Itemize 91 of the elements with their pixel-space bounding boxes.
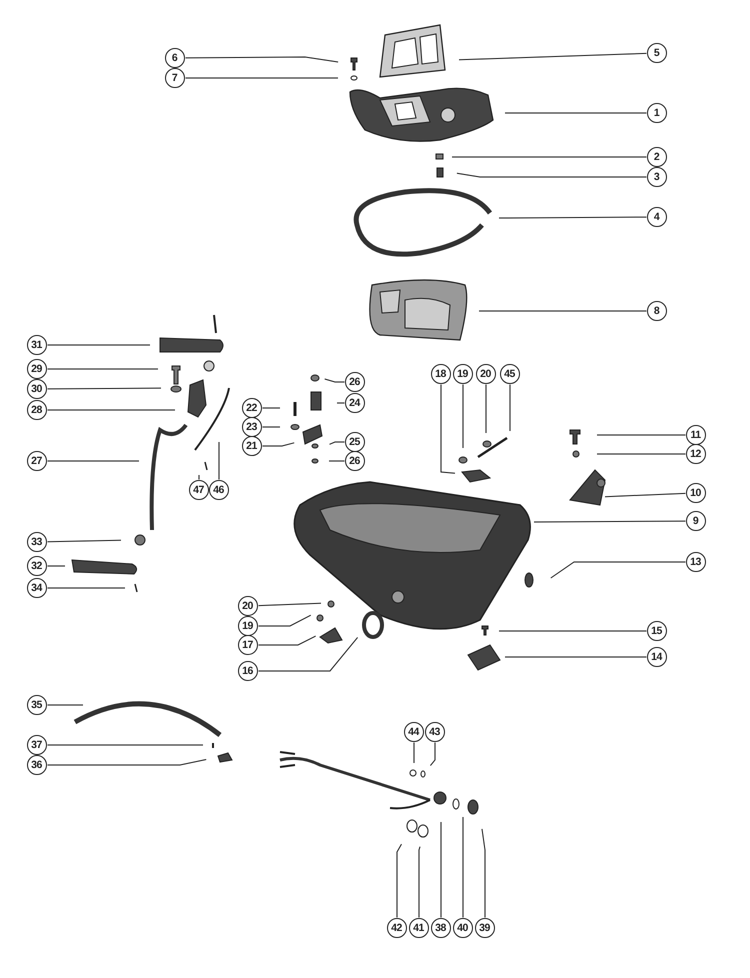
callout-number: 3: [646, 166, 666, 186]
callout-number: 46: [208, 480, 228, 500]
callout-number: 20: [476, 364, 496, 384]
leader-line: [218, 442, 220, 480]
callout-number: 34: [26, 578, 46, 598]
leader-line: [185, 56, 339, 62]
leader-line: [504, 112, 647, 114]
callout-number: 24: [344, 392, 364, 412]
callout-number: 37: [26, 734, 46, 754]
callout-number: 47: [188, 480, 208, 500]
leader-line: [258, 614, 312, 626]
callout-number: 36: [26, 754, 46, 774]
callout-number: 21: [242, 436, 262, 456]
callout-number: 13: [686, 552, 706, 572]
callout-number: 26: [344, 372, 364, 392]
callout-number: 29: [26, 358, 46, 378]
callout-number: 18: [430, 364, 450, 384]
leader-line: [498, 630, 647, 632]
callout-number: 5: [646, 42, 666, 62]
callout-number: 8: [646, 300, 666, 320]
leader-line: [462, 816, 464, 918]
leader-line: [47, 744, 204, 746]
leader-line: [478, 310, 647, 312]
callout-number: 26: [344, 450, 364, 470]
leader-line: [329, 442, 345, 445]
leader-line: [262, 426, 280, 428]
callout-number: 39: [474, 918, 494, 938]
leader-line: [258, 602, 322, 606]
callout-number: 7: [164, 68, 184, 88]
callout-number: 31: [26, 334, 46, 354]
callout-number: 6: [164, 48, 184, 68]
leader-line: [328, 460, 345, 462]
leader-line: [47, 460, 140, 462]
callout-number: 19: [452, 364, 472, 384]
callout-number: 42: [386, 918, 406, 938]
leader-line: [440, 822, 442, 918]
callout-number: 32: [26, 556, 46, 576]
leader-line: [498, 216, 647, 218]
leader-line: [47, 540, 122, 542]
callout-number: 38: [430, 918, 450, 938]
callout-number: 45: [500, 364, 520, 384]
leader-line: [462, 384, 464, 448]
leader-line: [550, 562, 686, 578]
leader-line: [258, 636, 358, 672]
leader-line: [534, 520, 686, 522]
callout-number: 22: [242, 398, 262, 418]
leader-line: [418, 846, 420, 918]
callout-number: 28: [26, 400, 46, 420]
leader-line: [47, 344, 150, 346]
callout-number: 15: [646, 620, 666, 640]
leader-line: [452, 156, 647, 158]
leader-line: [458, 52, 647, 60]
leader-line: [262, 442, 295, 446]
leader-line: [430, 742, 436, 766]
leader-line: [456, 172, 647, 178]
leader-line: [258, 636, 316, 646]
callout-number: 2: [646, 146, 666, 166]
leader-line: [604, 492, 686, 498]
leader-line: [324, 378, 345, 382]
callout-number: 1: [646, 102, 666, 122]
callout-number: 10: [686, 482, 706, 502]
callout-number: 20: [238, 596, 258, 616]
leader-line: [47, 759, 207, 766]
callout-number: 9: [686, 510, 706, 530]
callout-number: 4: [646, 206, 666, 226]
callout-number: 14: [646, 646, 666, 666]
leader-line: [47, 368, 158, 370]
callout-number: 43: [424, 722, 444, 742]
callout-number: 30: [26, 378, 46, 398]
leader-line: [504, 656, 647, 658]
callout-number: 16: [238, 660, 258, 680]
leader-line: [198, 474, 200, 480]
callout-number: 11: [686, 424, 706, 444]
callout-number: 40: [452, 918, 472, 938]
leader-line: [336, 402, 345, 404]
callout-number: 33: [26, 532, 46, 552]
callout-number: 19: [238, 616, 258, 636]
callout-number: 27: [26, 450, 46, 470]
leader-line: [396, 844, 402, 918]
callout-number: 12: [686, 444, 706, 464]
leader-line: [47, 704, 84, 706]
leader-line: [596, 434, 686, 436]
leader-line: [440, 384, 456, 474]
callout-number: 23: [242, 416, 262, 436]
leader-line: [47, 388, 162, 390]
leader-line: [482, 828, 486, 918]
callout-number: 17: [238, 634, 258, 654]
callout-number: 25: [344, 432, 364, 452]
callout-number: 44: [404, 722, 424, 742]
callout-number: 41: [408, 918, 428, 938]
callout-number: 35: [26, 694, 46, 714]
